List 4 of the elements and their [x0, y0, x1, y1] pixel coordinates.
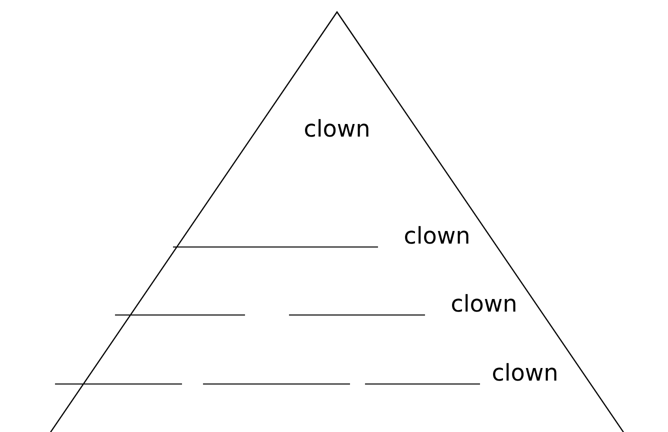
level-label: clown: [405, 226, 468, 244]
level-label: clown: [493, 363, 556, 381]
level-label: clown: [305, 119, 368, 137]
level-label: clown: [452, 294, 516, 312]
